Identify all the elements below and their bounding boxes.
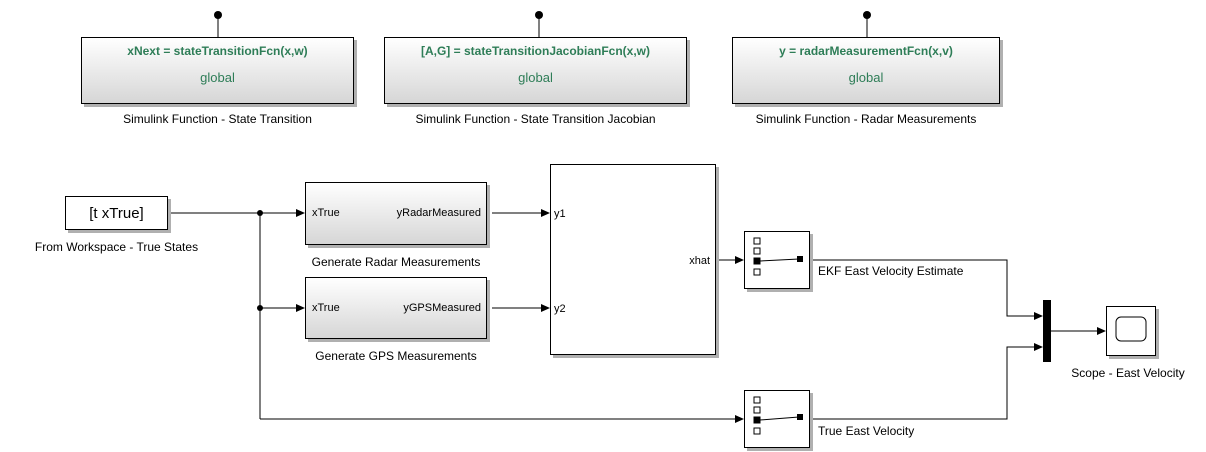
gps-input-port: xTrue	[312, 302, 340, 314]
caption-ekf-selector: EKF East Velocity Estimate	[818, 264, 964, 278]
function-scope: global	[200, 70, 235, 85]
function-scope: global	[518, 70, 553, 85]
radar-output-port: yRadarMeasured	[396, 207, 481, 219]
function-block-state-transition-jacobian[interactable]: [A,G] = stateTransitionJacobianFcn(x,w) …	[384, 37, 687, 104]
selector-icon	[753, 237, 803, 276]
from-workspace-block[interactable]: [t xTrue]	[65, 196, 168, 230]
selector-icon	[753, 396, 803, 435]
caption-state-transition-jacobian: Simulink Function - State Transition Jac…	[415, 112, 656, 126]
caption-state-transition: Simulink Function - State Transition	[123, 112, 312, 126]
from-workspace-variable: [t xTrue]	[89, 204, 144, 222]
caption-from-workspace: From Workspace - True States	[34, 240, 199, 254]
caption-scope: Scope - East Velocity	[1071, 366, 1185, 380]
function-block-radar-measurements[interactable]: y = radarMeasurementFcn(x,v) global	[732, 37, 1000, 104]
mux-bar	[1043, 300, 1051, 362]
gps-subsystem-block[interactable]: xTrue yGPSMeasured	[305, 277, 487, 339]
selector-block-ekf[interactable]	[744, 231, 810, 289]
function-block-state-transition[interactable]: xNext = stateTransitionFcn(x,w) global	[81, 37, 354, 104]
ekf-input-port-1: y1	[554, 208, 566, 220]
function-scope: global	[848, 70, 884, 85]
radar-subsystem-block[interactable]: xTrue yRadarMeasured	[305, 182, 487, 245]
function-signature: xNext = stateTransitionFcn(x,w)	[127, 44, 308, 58]
ekf-output-port: xhat	[689, 255, 710, 267]
radar-input-port: xTrue	[312, 207, 340, 219]
scope-block[interactable]	[1106, 306, 1156, 356]
gps-output-port: yGPSMeasured	[403, 302, 481, 314]
scope-icon	[1115, 316, 1147, 342]
ekf-block[interactable]: y1 y2 xhat	[550, 164, 716, 355]
function-signature: y = radarMeasurementFcn(x,v)	[779, 44, 953, 58]
selector-block-true[interactable]	[744, 390, 810, 448]
function-signature: [A,G] = stateTransitionJacobianFcn(x,w)	[420, 44, 651, 58]
caption-true-selector: True East Velocity	[818, 424, 915, 438]
ekf-input-port-2: y2	[554, 303, 566, 315]
caption-radar-subsystem: Generate Radar Measurements	[311, 255, 481, 269]
caption-gps-subsystem: Generate GPS Measurements	[315, 349, 477, 363]
caption-radar-measurements: Simulink Function - Radar Measurements	[755, 112, 977, 126]
